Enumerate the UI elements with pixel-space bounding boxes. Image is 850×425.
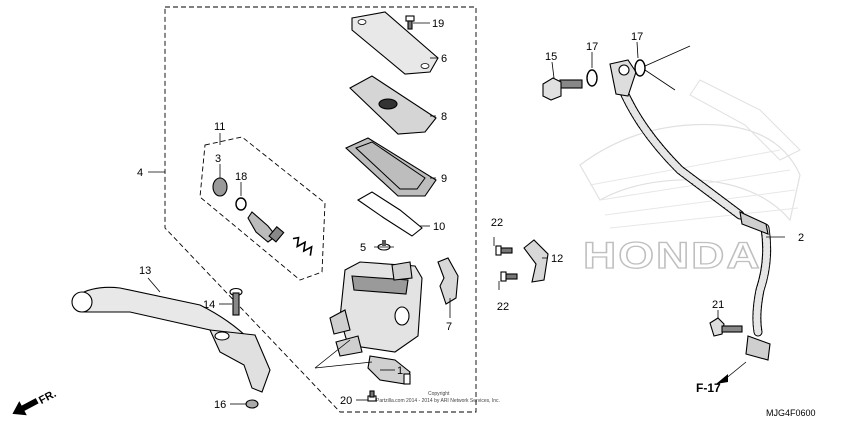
callout-14: 14 [203,299,215,311]
page-reference-label[interactable]: F-17 [696,381,721,395]
callout-19: 19 [432,18,444,30]
page-reference-link[interactable]: F-17 [696,361,747,395]
honda-wing-watermark [579,79,801,229]
assembly-box [164,6,477,413]
part-10-float-plate [356,191,423,237]
callout-5: 5 [360,242,366,254]
callout-16: 16 [214,399,226,411]
piston-set-box [199,136,326,281]
part-7-holder-clamp [437,257,459,305]
callout-8: 8 [441,111,447,123]
callout-22b: 22 [497,301,509,313]
part-18-circlip [235,197,247,211]
piston-assembly [247,211,285,243]
callout-17b: 17 [631,31,643,43]
part-21-bolt [709,317,743,337]
callout-2: 2 [798,232,804,244]
callout-22a: 22 [491,217,503,229]
callout-7: 7 [446,321,452,333]
callout-6: 6 [441,53,447,65]
part-14-pivot-bolt [229,287,243,316]
part-6-reservoir-cap [351,11,439,75]
part-13-brake-lever [71,286,271,393]
front-direction-label: FR. [37,388,58,407]
leader-lines [147,22,785,405]
part-3-boot [212,177,228,197]
part-8-diaphragm-plate [349,75,437,135]
callout-21: 21 [712,299,724,311]
part-16-nut [245,399,259,409]
part-12-holder [523,239,549,283]
front-direction-indicator: FR. [12,388,58,416]
callout-12: 12 [551,253,563,265]
part-22-bolts [495,245,518,282]
callout-10: 10 [433,221,445,233]
callout-4: 4 [137,167,143,179]
brand-watermark: HONDA [583,234,762,276]
copyright-notice: Copyright Partzilla.com 2014 - 2014 by A… [376,391,500,404]
part-9-diaphragm [345,137,437,197]
callout-1: 1 [397,365,403,377]
spring [292,236,313,256]
callout-labels: 1 2 3 4 5 6 7 8 9 10 11 12 13 14 15 16 1… [137,18,804,411]
callout-17a: 17 [586,41,598,53]
callout-20: 20 [340,395,352,407]
callout-3: 3 [215,153,221,165]
part-15-banjo-bolt [542,77,583,101]
callout-15: 15 [545,51,557,63]
callout-11: 11 [214,121,225,133]
diagram-code: MJG4F0600 [766,408,816,418]
part-2-brake-hose [609,59,772,361]
callout-9: 9 [441,173,447,185]
part-19-screw [405,15,415,30]
callout-18: 18 [235,171,247,183]
copyright-line-2: Partzilla.com 2014 - 2014 by ARI Network… [376,398,500,404]
part-5-screw [377,240,391,251]
part-17-washers [586,59,646,87]
copyright-line-1: Copyright [428,391,450,397]
master-cylinder-body [329,261,423,357]
part-20-screw [367,390,377,402]
callout-13: 13 [139,265,151,277]
